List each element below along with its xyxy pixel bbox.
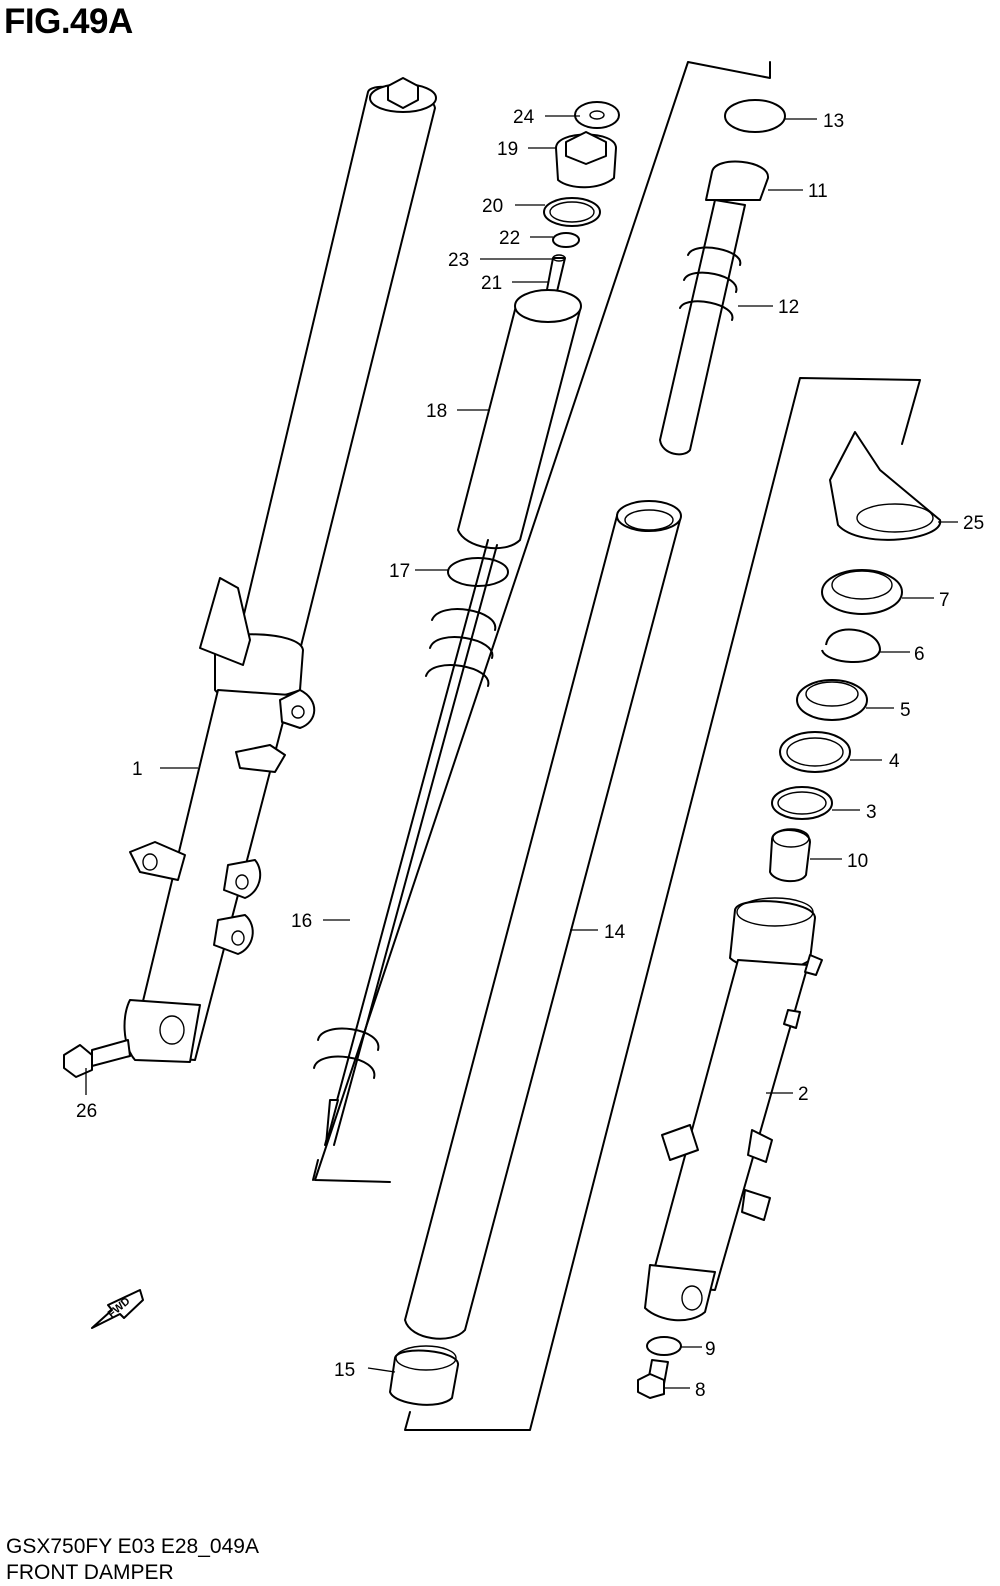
part-22-o-ring[interactable] (552, 232, 580, 248)
part-2-outer-fork-tube[interactable] (644, 897, 823, 1322)
part-5-oil-seal[interactable] (796, 679, 868, 721)
part-26-bolt[interactable] (63, 1039, 131, 1078)
part-13-ring[interactable] (724, 99, 786, 133)
figure-code: GSX750FY E03 E28_049A (6, 1535, 259, 1558)
callout-10: 10 (847, 851, 868, 872)
callout-22: 22 (499, 228, 520, 249)
part-18-damper-cylinder[interactable] (457, 289, 582, 550)
callout-16: 16 (291, 911, 312, 932)
callout-15: 15 (334, 1360, 355, 1381)
part-6-stopper-ring[interactable] (821, 628, 881, 663)
callout-21: 21 (481, 273, 502, 294)
group-bracket-lines (312, 61, 921, 1431)
part-4-washer[interactable] (779, 731, 851, 773)
callout-6: 6 (914, 644, 925, 665)
part-15-slide-metal[interactable] (389, 1345, 459, 1406)
callout-12: 12 (778, 297, 799, 318)
part-16-damper-rod[interactable] (313, 539, 498, 1146)
part-9-gasket[interactable] (646, 1336, 682, 1356)
callout-18: 18 (426, 401, 447, 422)
callout-3: 3 (866, 802, 877, 823)
callout-20: 20 (482, 196, 503, 217)
callout-8: 8 (695, 1380, 706, 1401)
part-14-inner-tube[interactable] (404, 500, 682, 1340)
callout-9: 9 (705, 1339, 716, 1360)
callout-7: 7 (939, 590, 950, 611)
part-8-bolt[interactable] (637, 1359, 669, 1399)
callout-leaders (85, 115, 958, 1389)
fwd-arrow-icon: FWD (91, 1289, 144, 1329)
callout-25: 25 (963, 513, 984, 534)
callout-13: 13 (823, 111, 844, 132)
part-7-dust-seal[interactable] (821, 569, 903, 615)
part-24-washer[interactable] (574, 101, 620, 129)
part-12-spring[interactable] (679, 246, 742, 321)
part-3-guide-metal[interactable] (771, 786, 833, 820)
figure-name: FRONT DAMPER (6, 1561, 174, 1584)
part-19-cap-bolt[interactable] (555, 131, 617, 189)
callout-17: 17 (389, 561, 410, 582)
callout-19: 19 (497, 139, 518, 160)
part-11-spring-seat[interactable] (659, 160, 770, 456)
callout-23: 23 (448, 250, 469, 271)
callout-26: 26 (76, 1101, 97, 1122)
callout-1: 1 (132, 759, 143, 780)
callout-5: 5 (900, 700, 911, 721)
part-10-oil-lock-piece[interactable] (769, 828, 811, 883)
callout-2: 2 (798, 1084, 809, 1105)
callout-24: 24 (513, 107, 535, 128)
callout-11: 11 (808, 181, 828, 202)
part-20-o-ring[interactable] (543, 197, 601, 227)
callout-4: 4 (889, 751, 900, 772)
callout-14: 14 (604, 922, 626, 943)
part-17-ring[interactable] (447, 557, 509, 587)
callout-numbers: 1 2 3 4 5 6 7 8 9 10 11 12 13 14 15 16 1… (76, 107, 984, 1401)
figure-title: FIG.49A (4, 2, 133, 41)
part-25-fork-protector[interactable] (829, 431, 942, 541)
